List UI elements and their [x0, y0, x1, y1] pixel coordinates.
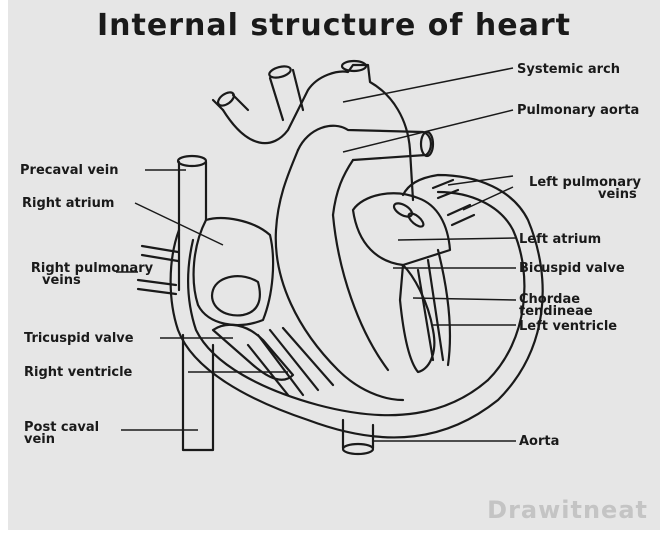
watermark: Drawitneat	[487, 496, 648, 524]
label-chordae-tendineae-line2: tendineae	[519, 305, 593, 318]
label-left-ventricle: Left ventricle	[519, 320, 617, 333]
bicuspid-valve-shape	[400, 265, 434, 372]
leader-left-atrium	[398, 238, 516, 240]
diagram-canvas: Internal structure of heart	[8, 0, 660, 530]
right-atrium-inner	[212, 276, 260, 315]
pulmonary-trunk	[276, 150, 353, 230]
aorta-opening	[343, 444, 373, 454]
septum	[276, 215, 403, 400]
label-pulmonary-aorta: Pulmonary aorta	[517, 104, 639, 117]
label-tricuspid-valve: Tricuspid valve	[24, 332, 134, 345]
label-precaval-vein: Precaval vein	[20, 164, 118, 177]
left-atrium-opening-1	[392, 201, 414, 220]
leader-left-pulmonary-2	[463, 187, 513, 210]
label-right-pulmonary-veins-line1: Right pulmonary	[12, 262, 172, 275]
label-aorta: Aorta	[519, 435, 559, 448]
left-pulmonary-vein-2	[448, 205, 474, 225]
label-left-pulmonary-veins-line2: veins	[598, 188, 637, 201]
label-right-ventricle: Right ventricle	[24, 366, 132, 379]
label-left-atrium: Left atrium	[519, 233, 601, 246]
label-right-pulmonary-veins-line2: veins	[42, 274, 81, 287]
arch-branch-2-opening	[268, 64, 292, 79]
label-bicuspid-valve: Bicuspid valve	[519, 262, 625, 275]
left-atrium-opening-2	[407, 211, 426, 229]
left-pulmonary-vein-1	[433, 180, 458, 198]
post-caval-vein-shape	[183, 335, 213, 450]
label-post-caval-vein-line2: vein	[24, 433, 55, 446]
systemic-arch-shape	[223, 65, 413, 200]
heart-outline	[171, 175, 543, 437]
arch-branch-1-opening	[216, 90, 236, 109]
right-atrium-shape	[194, 218, 273, 325]
label-systemic-arch: Systemic arch	[517, 63, 620, 76]
label-right-atrium: Right atrium	[22, 197, 114, 210]
precaval-vein-opening	[178, 156, 206, 166]
leader-chordae-tendineae	[413, 298, 516, 300]
